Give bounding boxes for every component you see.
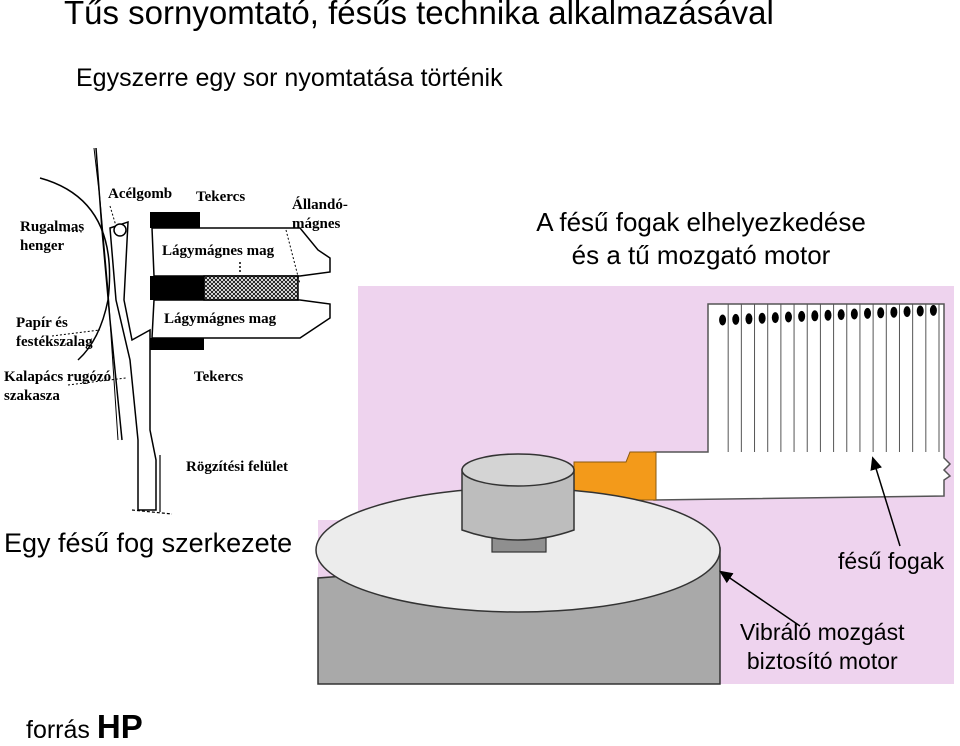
steel-ball — [113, 223, 127, 237]
comb-teeth — [719, 304, 940, 452]
slide-subtitle: Egyszerre egy sor nyomtatása történik — [76, 64, 503, 92]
mounting-line — [131, 509, 173, 515]
label-lagymagnes-top: Lágymágnes mag — [162, 243, 275, 259]
motor-hub-top — [461, 453, 575, 487]
label-rogzitesi: Rögzítési felület — [186, 459, 289, 475]
permanent-magnet — [203, 275, 299, 301]
comb-tooth-needle — [916, 305, 924, 317]
comb-tooth-needle — [850, 308, 858, 320]
rubber-roller-arc — [39, 177, 111, 361]
comb-tooth-needle — [745, 313, 753, 325]
comb-tooth-needle — [732, 313, 740, 325]
label-lagymagnes-bottom: Lágymágnes mag — [164, 311, 277, 327]
comb-tooth-needle — [771, 312, 779, 324]
label-tekercs-top: Tekercs — [196, 189, 246, 205]
source-credit: forrás HP — [26, 708, 143, 746]
tooth-structure-caption: Egy fésű fog szerkezete — [4, 528, 293, 558]
comb-teeth-arrow — [870, 456, 901, 547]
top-coil — [150, 212, 200, 228]
hammer-spring — [109, 220, 157, 511]
comb-tooth-needle — [784, 311, 792, 323]
comb-tooth-needle — [837, 309, 845, 321]
bottom-coil — [150, 338, 204, 350]
comb-tooth-needle — [903, 306, 911, 318]
comb-tooth-needle — [929, 304, 937, 316]
comb-tooth-needle — [864, 307, 872, 319]
middle-coil — [150, 276, 204, 300]
comb-tooth-needle — [890, 306, 898, 318]
comb-tooth-needle — [719, 314, 727, 326]
label-allando-magnes: Állandó-mágnes — [292, 197, 348, 232]
label-tekercs-bottom: Tekercs — [194, 369, 244, 385]
comb-tooth-needle — [877, 307, 885, 319]
comb-tooth-needle — [798, 310, 806, 322]
motor-arrow — [719, 570, 801, 627]
comb-tooth-needle — [824, 309, 832, 321]
comb-tooth-needle — [811, 310, 819, 322]
slide-title: Tűs sornyomtató, fésűs technika alkalmaz… — [64, 0, 774, 31]
comb-tooth-needle — [758, 312, 766, 324]
label-acelgomb: Acélgomb — [108, 186, 173, 202]
source-brand: HP — [96, 708, 143, 745]
motor-hub — [461, 469, 575, 541]
ribbon-line — [93, 147, 119, 441]
source-prefix: forrás — [26, 716, 97, 744]
label-comb-teeth: fésű fogak — [838, 548, 945, 574]
